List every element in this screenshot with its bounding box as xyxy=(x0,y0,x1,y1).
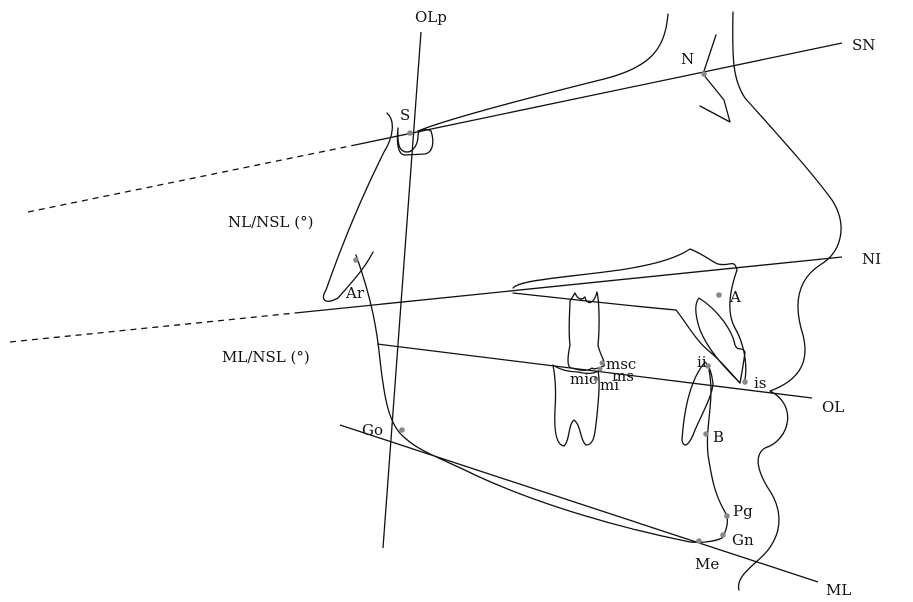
hard-palate-lower-border xyxy=(512,292,677,311)
nl-line xyxy=(294,256,843,314)
label-mic: mic xyxy=(570,370,597,388)
label-msc: msc xyxy=(606,355,636,373)
ol-line xyxy=(376,343,813,399)
nasal-bone-contour xyxy=(699,34,731,123)
label-olp: OLp xyxy=(415,8,447,26)
upper-incisor-root xyxy=(695,297,746,384)
sn-line-extension xyxy=(27,144,356,213)
label-ms: ms xyxy=(612,367,634,385)
label-b: B xyxy=(713,428,724,446)
ml-line xyxy=(339,424,819,583)
point-go xyxy=(399,427,405,433)
label-go: Go xyxy=(362,421,383,439)
label-sn: SN xyxy=(852,36,875,54)
palatal-outline xyxy=(512,248,747,381)
anterior-cranial-base xyxy=(417,13,669,132)
label-ml: ML xyxy=(826,581,851,599)
label-n: N xyxy=(681,50,694,68)
symphysis-anterior xyxy=(689,369,728,544)
label-nl-nsl-angle: NL/NSL (°) xyxy=(228,213,313,231)
label-mi: mi xyxy=(600,376,619,394)
point-s xyxy=(407,130,413,136)
label-ar: Ar xyxy=(345,284,365,302)
label-ol: OL xyxy=(822,398,844,416)
point-pg xyxy=(724,513,730,519)
point-ar xyxy=(353,257,359,263)
label-ml-nsl-angle: ML/NSL (°) xyxy=(222,348,310,366)
point-n xyxy=(701,71,707,77)
point-msc xyxy=(597,366,603,372)
point-is xyxy=(742,379,748,385)
upper-molar xyxy=(567,291,605,371)
point-me xyxy=(696,538,702,544)
point-ii xyxy=(705,363,711,369)
point-gn xyxy=(720,532,726,538)
point-mi xyxy=(593,376,599,382)
point-a xyxy=(716,292,722,298)
nl-line-extension xyxy=(9,312,296,343)
label-nl: NI xyxy=(862,250,881,268)
olp-line xyxy=(382,31,422,549)
label-s: S xyxy=(400,106,410,124)
label-ii: ii xyxy=(697,353,707,371)
label-me: Me xyxy=(695,555,719,573)
ramus-to-gonion xyxy=(355,254,691,543)
soft-tissue-profile xyxy=(732,11,842,591)
lower-incisor xyxy=(681,361,714,446)
lower-molar xyxy=(552,364,600,447)
label-gn: Gn xyxy=(732,531,754,549)
label-pg: Pg xyxy=(733,502,753,520)
sn-line xyxy=(354,42,843,146)
posterior-ramus-and-condyle xyxy=(322,112,393,302)
label-a: A xyxy=(729,288,741,306)
point-b xyxy=(703,431,709,437)
point-ms xyxy=(599,360,605,366)
label-is: is xyxy=(754,374,767,392)
